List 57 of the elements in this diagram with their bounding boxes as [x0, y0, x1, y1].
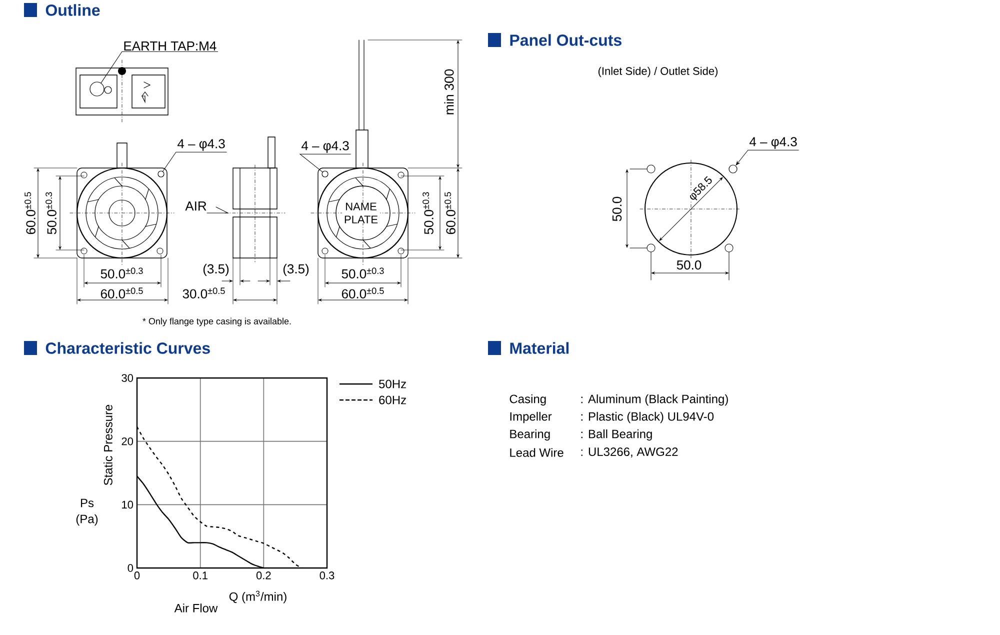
- callout-label: 4 – φ4.3: [178, 139, 225, 151]
- section-heading: Panel Out-cuts: [488, 33, 622, 47]
- dimension-label: 50.0: [675, 259, 703, 271]
- dimension-label: 60.0$^{±0.5}$: [24, 190, 36, 236]
- leader-line: [300, 154, 351, 172]
- table-cell: : UL3266, AWG22: [581, 448, 678, 458]
- section-heading: Characteristic Curves: [24, 341, 210, 355]
- dimension-label: 50.0: [611, 195, 623, 223]
- dimension-label: 60.0$^{±0.5}$: [444, 190, 456, 236]
- section-heading: Material: [488, 341, 569, 355]
- mounting-hole: [322, 170, 328, 178]
- table-cell: : Plastic (Black) UL94V-0: [581, 412, 714, 424]
- table-cell: Bearing: [510, 429, 550, 441]
- x-tick-label: 0: [134, 572, 140, 580]
- dimension-label: 50.0$^{±0.3}$: [99, 266, 145, 280]
- y-tick-label: 0: [128, 564, 134, 572]
- x-tick-label: 0.3: [320, 572, 334, 580]
- table-cell: Impeller: [510, 412, 552, 424]
- dimension-label: (3.5): [202, 262, 230, 278]
- y-tick-label: 10: [122, 500, 134, 509]
- view-caption: (Inlet Side) / Outlet Side): [596, 66, 720, 78]
- dimension-label: min 300: [443, 68, 455, 116]
- table-cell: Lead Wire: [510, 448, 564, 457]
- section-heading: Outline: [24, 3, 100, 17]
- axis-title: (Pa): [74, 513, 100, 527]
- axis-title: Ps: [79, 498, 95, 508]
- dimension-label: 60.0$^{±0.5}$: [99, 286, 145, 300]
- table-cell: Casing: [510, 394, 546, 406]
- dimension-label: 50.0$^{±0.3}$: [44, 190, 58, 236]
- dimension-label: 60.0$^{±0.5}$: [340, 286, 386, 300]
- legend-label: 50Hz: [379, 380, 406, 388]
- dimension-label: AIR: [184, 200, 208, 212]
- x-tick-label: 0.2: [256, 572, 271, 580]
- axis-title: Air Flow: [173, 602, 219, 614]
- axis-title: Q (m$^{3}$/min): [229, 590, 286, 604]
- earth-terminal: [90, 82, 104, 96]
- table-cell: : Aluminum (Black Painting): [581, 394, 728, 406]
- leader-line: [100, 51, 218, 84]
- callout-label: 4 – φ4.3: [750, 137, 797, 149]
- mounting-hole: [728, 164, 738, 174]
- y-tick-label: 30: [122, 374, 134, 382]
- callout-label: EARTH TAP:M4: [124, 42, 216, 50]
- leader-line: [736, 150, 799, 166]
- leader-line: [162, 152, 227, 172]
- footnote: * Only flange type casing is available.: [141, 316, 293, 328]
- dimension-label: 50.0$^{±0.3}$: [340, 266, 386, 280]
- legend-label: 60Hz: [379, 396, 406, 404]
- nameplate-label: NAME PLATE: [342, 202, 380, 224]
- callout-label: 4 – φ4.3: [302, 141, 349, 153]
- y-tick-label: 20: [122, 437, 134, 446]
- axis-title: Static Pressure: [104, 404, 112, 486]
- dimension-label: (3.5): [282, 262, 310, 278]
- table-cell: : Ball Bearing: [581, 429, 652, 441]
- dimension-label: 50.0$^{±0.3}$: [422, 190, 434, 236]
- x-tick-label: 0.1: [193, 572, 208, 580]
- dimension-label: 30.0$^{±0.5}$: [181, 286, 227, 300]
- mounting-hole: [158, 170, 164, 178]
